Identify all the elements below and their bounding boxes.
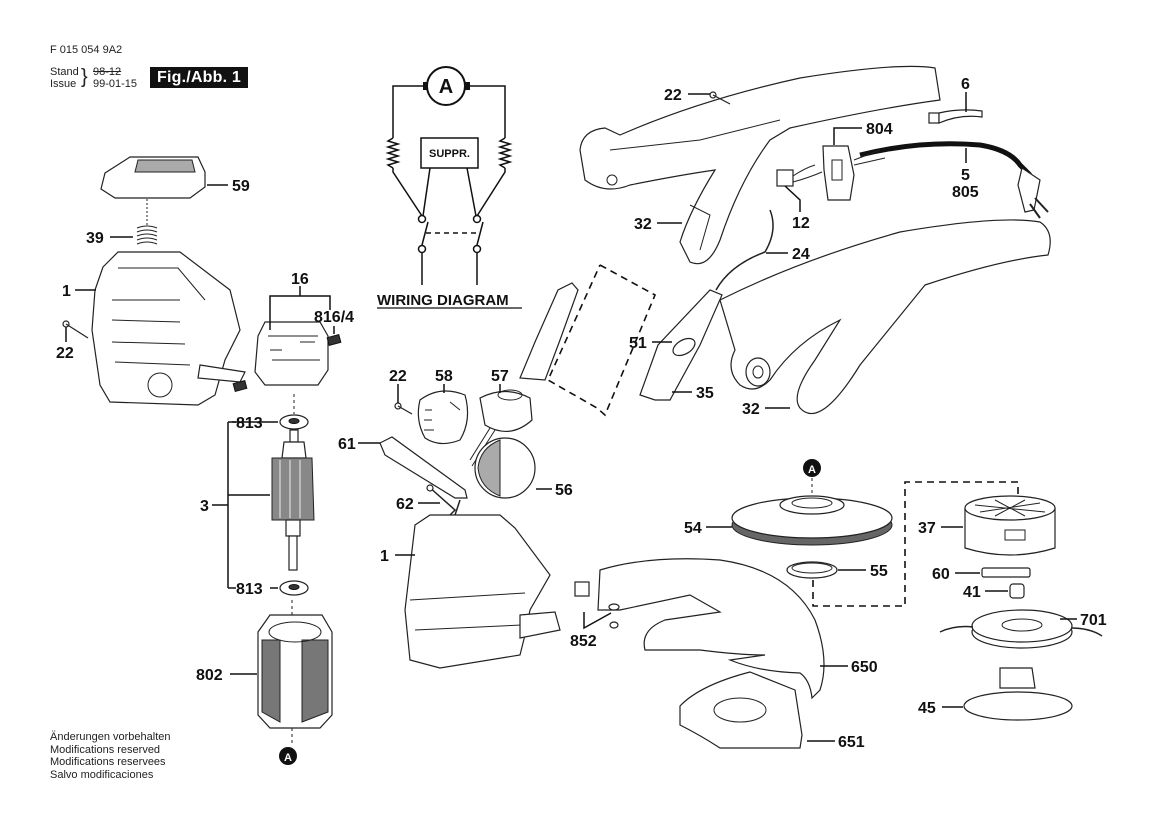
svg-text:A: A [808, 464, 816, 476]
part-label-41[interactable]: 41 [963, 584, 981, 601]
cable-guard-6[interactable] [928, 109, 983, 124]
part-label-813-top[interactable]: 813 [236, 415, 263, 432]
part-label-6[interactable]: 6 [961, 76, 970, 93]
svg-text:A: A [284, 752, 292, 764]
part-label-650[interactable]: 650 [851, 659, 878, 676]
handle-joint-57[interactable] [469, 389, 533, 467]
footer-notes: Änderungen vorbehalten Modifications res… [50, 731, 170, 781]
part-label-39[interactable]: 39 [86, 230, 104, 247]
part-label-32-top[interactable]: 32 [634, 216, 652, 233]
cable-24[interactable] [715, 209, 774, 291]
handle-half-32-top[interactable] [579, 65, 941, 265]
handle-half-32-lower[interactable] [719, 219, 1051, 414]
assembly-bracket-head [812, 481, 1019, 607]
part-label-32-lower[interactable]: 32 [742, 401, 760, 418]
bearing-813-bottom[interactable] [279, 580, 309, 596]
brush-holder-16[interactable] [232, 321, 342, 393]
fan-wheel-54[interactable] [731, 495, 893, 546]
issue-label: Issue [50, 78, 77, 90]
coil-right-icon [497, 137, 513, 169]
part-label-58[interactable]: 58 [435, 368, 453, 385]
housing-half-1-left[interactable] [91, 251, 246, 406]
issue-date: 99-01-15 [93, 78, 138, 90]
part-labels: 59 39 1 22 16 816/4 813 3 813 802 22 58 … [56, 76, 1107, 751]
part-label-56[interactable]: 56 [555, 482, 573, 499]
brace-symbol: } [81, 66, 88, 88]
switch-cap-59[interactable] [100, 156, 206, 199]
line-spool-701[interactable] [939, 609, 1103, 649]
grommet-51[interactable] [670, 335, 698, 359]
part-label-22-top[interactable]: 22 [664, 87, 682, 104]
reference-marker-a-top: A [803, 459, 821, 495]
reference-marker-a-bottom: A [279, 747, 297, 765]
part-label-651[interactable]: 651 [838, 734, 865, 751]
stand-label: Stand [50, 66, 79, 78]
part-label-59[interactable]: 59 [232, 178, 250, 195]
part-label-1-left[interactable]: 1 [62, 283, 71, 300]
note-es: Salvo modificaciones [50, 768, 154, 781]
note-de: Änderungen vorbehalten [50, 731, 171, 743]
guard-extension-651[interactable] [679, 671, 803, 749]
spool-housing-37[interactable] [964, 495, 1056, 556]
armature-3[interactable] [271, 429, 315, 571]
part-label-51[interactable]: 51 [629, 335, 647, 352]
spring-plate-60[interactable] [981, 567, 1031, 578]
screw-22-top[interactable] [709, 91, 731, 105]
suppressor-label: SUPPR. [429, 148, 470, 160]
suppressor-12[interactable] [776, 164, 823, 187]
document-number: F 015 054 9A2 [50, 44, 123, 56]
part-label-22-left[interactable]: 22 [56, 345, 74, 362]
part-label-57[interactable]: 57 [491, 368, 509, 385]
part-label-1-center[interactable]: 1 [380, 548, 389, 565]
note-fr: Modifications reservees [50, 756, 166, 768]
part-label-22-center[interactable]: 22 [389, 368, 407, 385]
part-label-37[interactable]: 37 [918, 520, 936, 537]
part-label-12[interactable]: 12 [792, 215, 810, 232]
part-label-802[interactable]: 802 [196, 667, 223, 684]
bearing-813-top[interactable] [279, 394, 309, 430]
part-label-813-bottom[interactable]: 813 [236, 581, 263, 598]
screw-set-852[interactable] [574, 581, 620, 630]
assembly-bracket-tube [546, 264, 657, 417]
clamp-half-58[interactable] [417, 390, 469, 445]
mains-cable-5[interactable] [853, 141, 1049, 219]
figure-label: Fig./Abb. 1 [150, 67, 248, 88]
old-date: 98-12 [93, 66, 122, 78]
ball-joint-56[interactable] [474, 437, 536, 499]
part-label-804[interactable]: 804 [866, 121, 893, 138]
motor-symbol-label: A [439, 76, 453, 98]
part-label-3[interactable]: 3 [200, 498, 209, 515]
part-label-16[interactable]: 16 [291, 271, 309, 288]
coil-left-icon [385, 137, 401, 169]
note-en: Modifications reserved [50, 743, 161, 756]
guard-650[interactable] [597, 558, 825, 700]
part-label-5[interactable]: 5 [961, 167, 970, 184]
housing-half-1-center[interactable] [404, 514, 561, 669]
part-label-60[interactable]: 60 [932, 566, 950, 583]
screw-22-center[interactable] [394, 402, 413, 415]
part-label-852[interactable]: 852 [570, 633, 597, 650]
leader-lines [65, 92, 1077, 742]
spring-clip-62[interactable] [426, 484, 461, 516]
part-label-24[interactable]: 24 [792, 246, 810, 263]
spring-39[interactable] [136, 199, 158, 245]
part-label-805[interactable]: 805 [952, 184, 979, 201]
suppressor-box [420, 137, 479, 169]
part-label-55[interactable]: 55 [870, 563, 888, 580]
lever-61[interactable] [379, 436, 468, 499]
part-label-61[interactable]: 61 [338, 436, 356, 453]
nut-41[interactable] [1009, 583, 1025, 599]
switch-804[interactable] [822, 145, 855, 201]
part-label-35[interactable]: 35 [696, 385, 714, 402]
part-label-45[interactable]: 45 [918, 700, 936, 717]
part-label-54[interactable]: 54 [684, 520, 702, 537]
spool-cover-45[interactable] [963, 667, 1073, 721]
part-label-816-4[interactable]: 816/4 [314, 309, 354, 326]
part-label-701[interactable]: 701 [1080, 612, 1107, 629]
wiring-diagram-title: WIRING DIAGRAM [377, 292, 509, 309]
retaining-ring-55[interactable] [786, 561, 838, 579]
part-label-62[interactable]: 62 [396, 496, 414, 513]
field-802[interactable] [257, 600, 333, 745]
wiring-diagram: A SUPPR. WIRING DIAGRAM [377, 66, 522, 309]
